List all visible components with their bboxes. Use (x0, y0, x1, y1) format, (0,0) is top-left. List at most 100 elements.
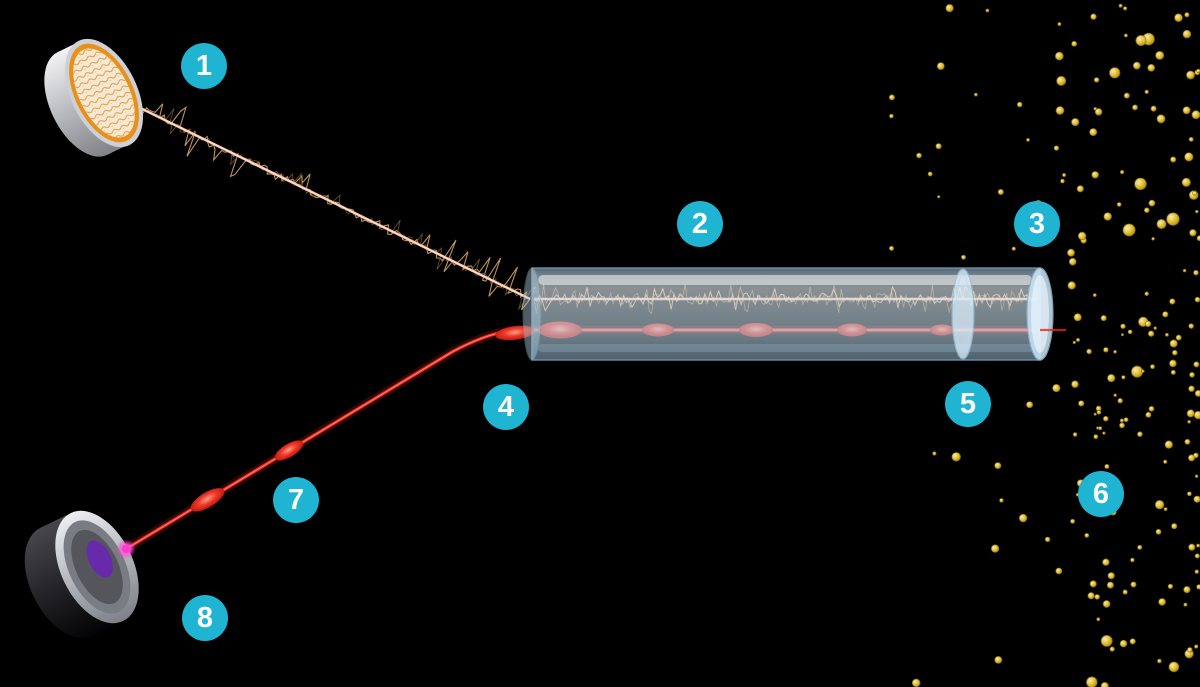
particle (1135, 34, 1147, 46)
particle (1062, 173, 1067, 177)
particle (1168, 661, 1180, 673)
particle (1167, 583, 1174, 590)
particle (1070, 518, 1076, 524)
particle (1119, 418, 1124, 423)
particle (974, 92, 978, 97)
particle (916, 152, 922, 159)
tube-highlight (538, 275, 1032, 285)
particle (1144, 320, 1152, 328)
particle (1067, 281, 1076, 290)
particle (1188, 385, 1195, 392)
label-badge-6: 6 (1078, 471, 1124, 517)
particle (1164, 440, 1173, 449)
particle (1157, 658, 1162, 664)
particle (1071, 118, 1080, 127)
particle (1194, 553, 1200, 559)
particle (1193, 269, 1199, 276)
label-badge-2: 2 (677, 201, 723, 247)
label-badge-5: 5 (945, 381, 991, 427)
particle (1153, 326, 1157, 330)
particle (1094, 108, 1103, 116)
particle (1195, 209, 1199, 214)
detector-purple-aperture (86, 540, 113, 578)
particle (1052, 384, 1061, 393)
particle (1053, 145, 1060, 151)
particle (1144, 89, 1149, 95)
particle (1147, 330, 1155, 337)
particle (1089, 580, 1097, 588)
label-badge-8: 8 (182, 595, 228, 641)
particle (1181, 177, 1191, 187)
particle (1117, 398, 1123, 404)
particle (1174, 13, 1183, 22)
particle (1071, 380, 1079, 388)
particle (1068, 257, 1077, 266)
particle (1189, 229, 1197, 237)
particle (1171, 523, 1178, 530)
particle (1166, 212, 1180, 226)
particle (1193, 495, 1200, 503)
particle (937, 195, 941, 199)
particle (1107, 374, 1116, 383)
disc-face-pattern (73, 48, 135, 138)
particle (1055, 106, 1065, 115)
particle (1100, 682, 1109, 687)
particle (1120, 170, 1125, 175)
particle (1194, 474, 1199, 478)
label-badge-4: 4 (483, 384, 529, 430)
particle (1155, 528, 1162, 535)
particle (1192, 190, 1198, 196)
particle (1141, 369, 1145, 373)
particle (1186, 409, 1195, 418)
particle (1156, 114, 1166, 124)
particle (1184, 152, 1194, 162)
particle (1155, 50, 1165, 60)
particle (1123, 6, 1128, 11)
particle (1134, 177, 1147, 191)
particle (1119, 639, 1128, 648)
tube-open-end (522, 267, 542, 361)
particle (1055, 567, 1063, 575)
particle (1156, 219, 1167, 229)
particle (1086, 348, 1092, 355)
inner-disc-ring (955, 274, 971, 354)
particle (1018, 513, 1028, 523)
particle (1113, 349, 1117, 354)
particle (1094, 594, 1100, 600)
particle (999, 498, 1004, 503)
particle (1106, 581, 1114, 589)
particle (1137, 544, 1143, 550)
particle (1132, 61, 1141, 70)
particle (1016, 101, 1023, 108)
particle (1123, 92, 1130, 99)
particle (1194, 389, 1200, 397)
particle (1170, 369, 1176, 375)
particle (1102, 558, 1110, 566)
particle (1120, 333, 1124, 337)
particle (1191, 110, 1200, 120)
particle (889, 113, 894, 119)
particle (936, 62, 945, 70)
particle (1056, 75, 1067, 86)
particle (1026, 138, 1030, 142)
particle (932, 451, 937, 456)
label-badge-3: 3 (1014, 201, 1060, 247)
particle (1194, 296, 1200, 303)
particle (1119, 422, 1125, 429)
particle (1121, 375, 1126, 380)
particle (1188, 136, 1194, 142)
particle (1194, 644, 1199, 649)
particle (1148, 199, 1156, 207)
gas-tube (522, 267, 1054, 361)
particle (1107, 572, 1115, 580)
particle (1067, 248, 1075, 257)
particle (1103, 347, 1109, 353)
particle (1130, 557, 1135, 563)
particle (1100, 315, 1107, 322)
particle (1188, 454, 1195, 462)
particle (1093, 412, 1097, 416)
particle (1103, 212, 1112, 221)
particle (1086, 676, 1098, 687)
particle (1131, 365, 1144, 378)
